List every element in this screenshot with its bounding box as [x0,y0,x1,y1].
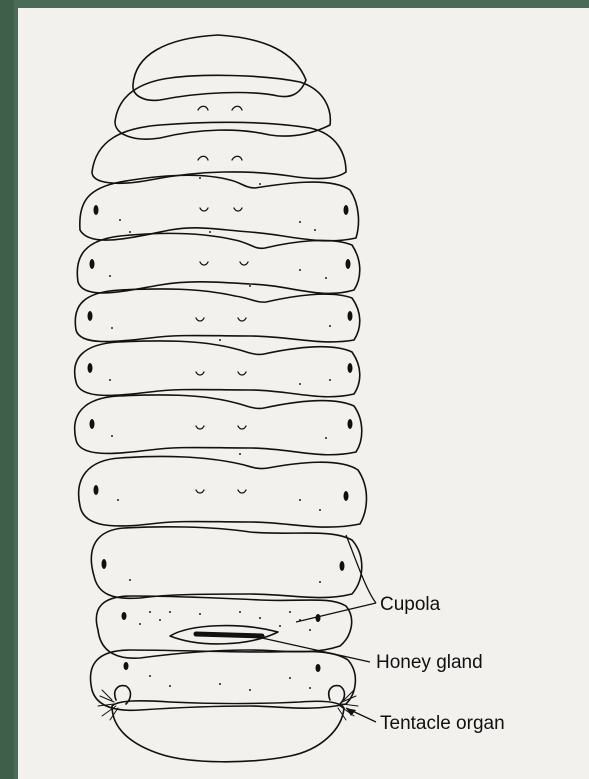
tentacle-organ-left [115,686,131,704]
segment-10 [91,527,361,599]
segment-9 [79,456,367,527]
segment-1 [133,35,306,100]
segment-7 [75,341,360,397]
honey-gland-leader [262,638,370,662]
label-cupola: Cupola [380,594,441,615]
segment-5 [77,233,360,293]
label-honey-gland: Honey gland [376,652,483,673]
stippling [109,177,331,691]
segment-8 [75,395,362,455]
segment-4 [80,175,359,241]
segment-6 [75,289,360,342]
segment-3 [92,122,346,183]
honey-gland [196,634,262,636]
tentacle-organ-right [329,686,345,704]
cupola-leader-2 [296,603,376,622]
segment-2 [115,75,330,139]
label-tentacle-organ: Tentacle organ [380,713,505,734]
dorsal-marks [196,106,248,493]
spiracles [88,205,353,672]
